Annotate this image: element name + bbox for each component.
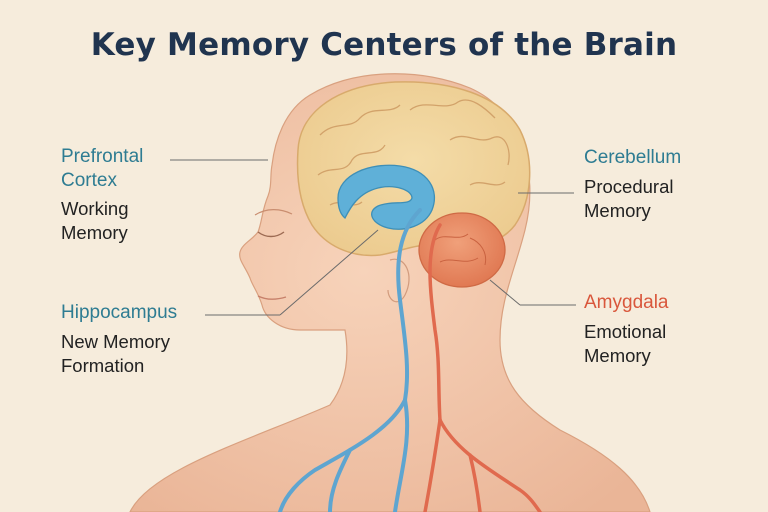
amygdala-shape: [418, 212, 506, 288]
label-emotional-memory: Emotional Memory: [584, 321, 667, 366]
hippocampus-shape: [337, 164, 436, 230]
label-working-memory: Working Memory: [61, 198, 129, 243]
brain-folds: [317, 99, 510, 206]
label-prefrontal-cortex: Prefrontal Cortex: [61, 146, 144, 191]
label-cerebellum: Cerebellum: [584, 147, 682, 168]
brain-cerebrum: [296, 81, 531, 257]
label-new-memory-formation: New Memory Formation: [61, 331, 170, 376]
lips: [257, 295, 287, 300]
ear: [387, 258, 410, 303]
closed-eye: [257, 231, 285, 238]
label-hippocampus: Hippocampus: [61, 302, 178, 323]
eyebrow: [254, 209, 293, 216]
amygdala-folds: [434, 233, 487, 266]
leader-lines: [170, 159, 576, 316]
blue-vessels: [278, 208, 422, 512]
diagram-title: Key Memory Centers of the Brain: [90, 27, 678, 63]
red-vessels: [423, 223, 542, 512]
label-procedural-memory: Procedural Memory: [584, 176, 674, 221]
label-amygdala: Amygdala: [584, 292, 669, 313]
